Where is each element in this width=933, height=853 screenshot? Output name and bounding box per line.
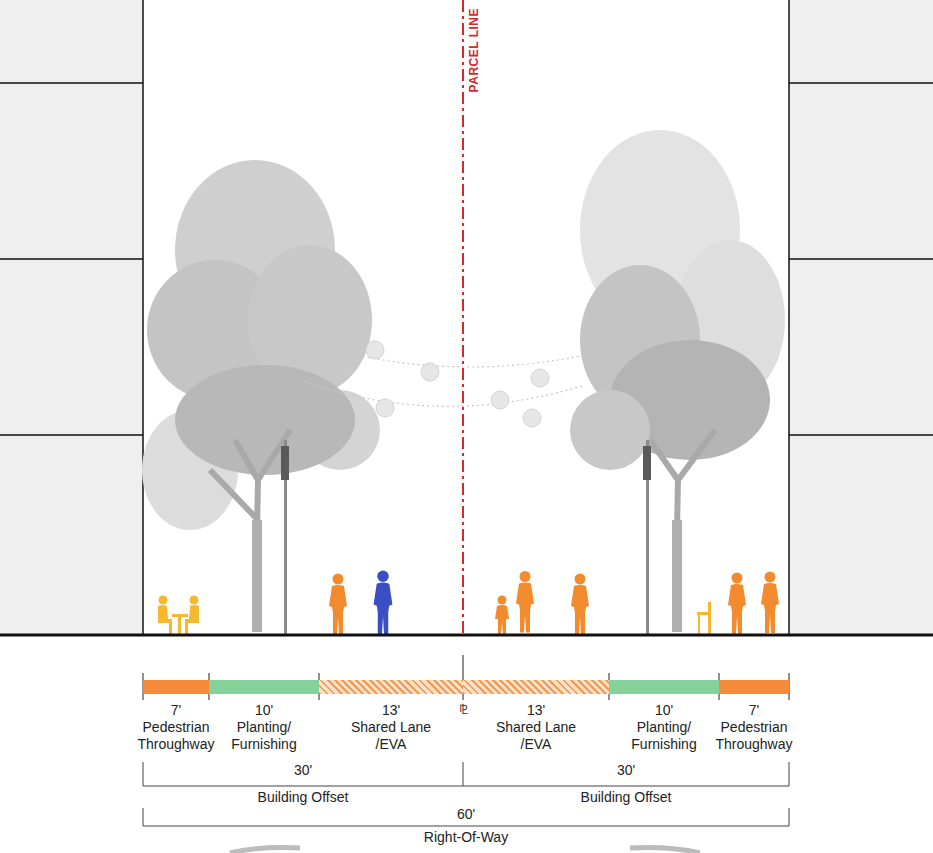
- dimension-value: 13': [344, 702, 438, 719]
- street-zone-band: 10'Planting/ Furnishing: [609, 680, 719, 694]
- building-outline: [0, 0, 933, 635]
- dimension-value: 60': [457, 806, 475, 823]
- dimension-value: 10': [617, 702, 711, 719]
- zone-name: Shared Lane /EVA: [489, 719, 583, 753]
- street-zone-band: 7'Pedestrian Throughway: [719, 680, 789, 694]
- people: [158, 571, 779, 635]
- street-zone-band: 13'Shared Lane /EVA: [463, 680, 609, 694]
- arrow-fragment: [230, 848, 700, 853]
- dimension-value: 30': [294, 762, 312, 779]
- dimension-value: 7': [707, 702, 801, 719]
- zone-name: Pedestrian Throughway: [129, 719, 223, 753]
- street-zone-band: 10'Planting/ Furnishing: [209, 680, 319, 694]
- building: [789, 0, 933, 635]
- dimension-label: Right-Of-Way: [424, 829, 508, 846]
- light-bulbs: [366, 341, 549, 427]
- street-zone-band: 13'Shared Lane /EVA: [319, 680, 463, 694]
- zone-name: Shared Lane /EVA: [344, 719, 438, 753]
- dimension-label: Building Offset: [581, 789, 672, 806]
- string-lights: [300, 340, 585, 406]
- tree-right: [570, 130, 785, 632]
- zone-name: Planting/ Furnishing: [617, 719, 711, 753]
- lamp-post: [281, 440, 651, 635]
- dimension-bracket: [143, 762, 789, 826]
- dimension-value: 7': [129, 702, 223, 719]
- street-zone-band: 7'Pedestrian Throughway: [143, 680, 209, 694]
- property-line-symbol: ⅊: [459, 702, 468, 718]
- dimension-label: Building Offset: [258, 789, 349, 806]
- zone-name: Planting/ Furnishing: [217, 719, 311, 753]
- zone-name: Pedestrian Throughway: [707, 719, 801, 753]
- dimension-value: 10': [217, 702, 311, 719]
- dimension-value: 13': [489, 702, 583, 719]
- dimension-ticks: [143, 655, 789, 700]
- parcel-line-label: PARCEL LINE: [467, 8, 481, 92]
- dimension-value: 30': [617, 762, 635, 779]
- ground-line: [0, 634, 933, 637]
- tree-left: [142, 160, 380, 632]
- parcel-line: [462, 0, 464, 635]
- building: [0, 0, 143, 635]
